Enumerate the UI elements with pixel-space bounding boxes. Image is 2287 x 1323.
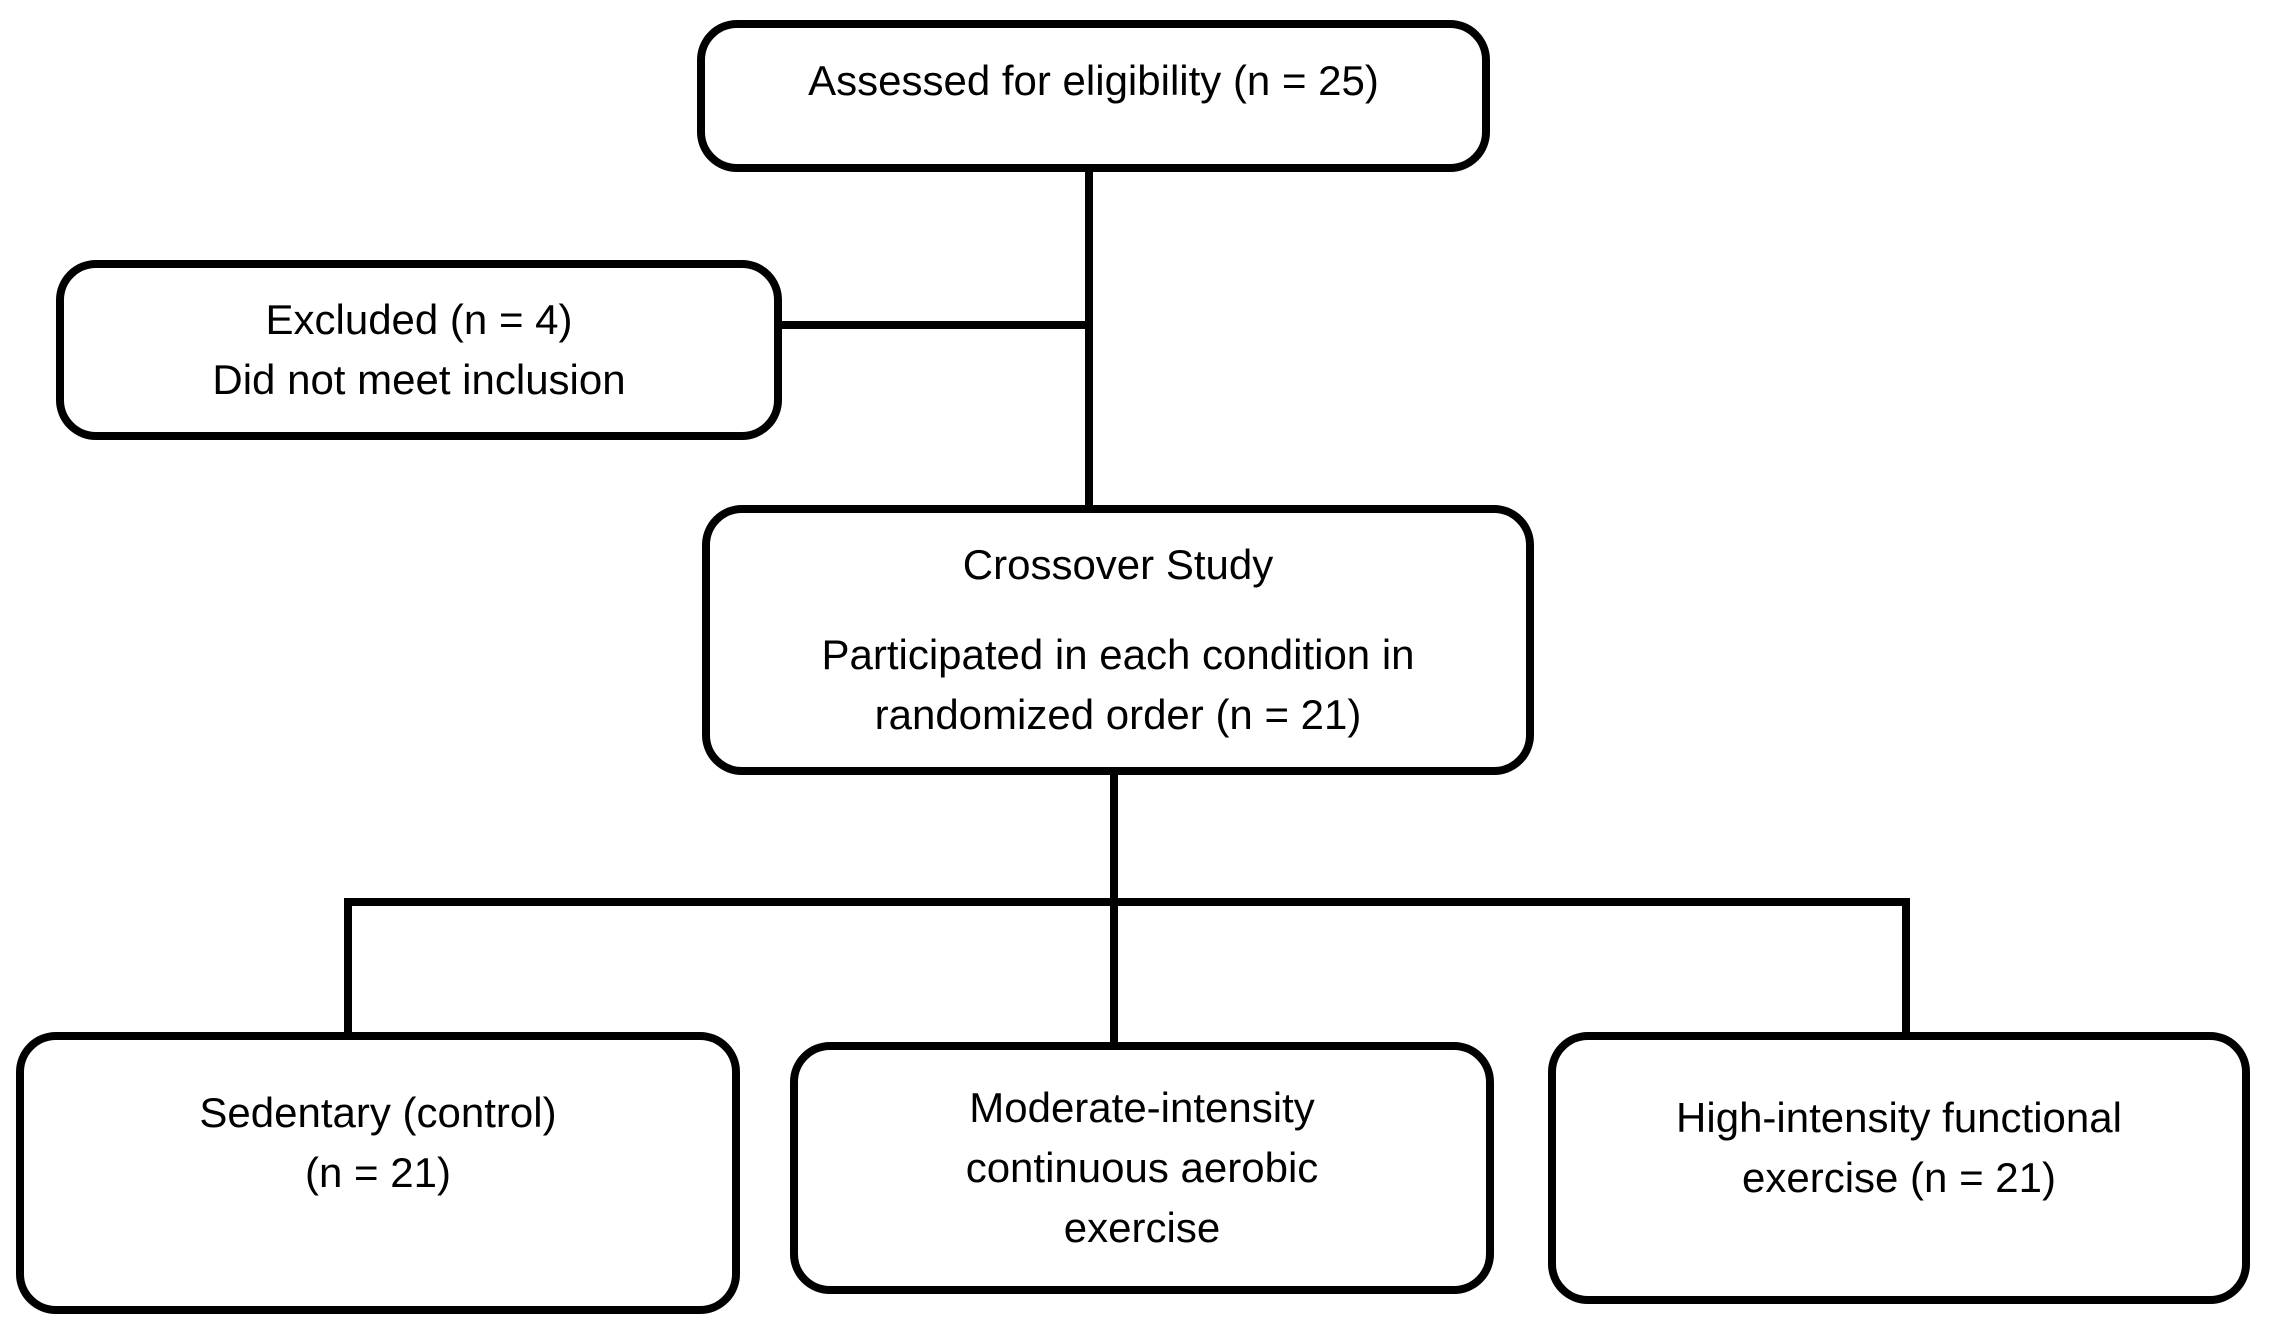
- box-excluded: Excluded (n = 4) Did not meet inclusion: [56, 260, 782, 440]
- moderate-intensity-line-2: continuous aerobic: [965, 1144, 1319, 1191]
- sedentary-control-count: (n = 21): [305, 1149, 451, 1196]
- excluded-reason-label: Did not meet inclusion: [212, 356, 626, 403]
- connector-branch-left-drop: [344, 898, 352, 1036]
- excluded-count-label: Excluded (n = 4): [265, 296, 573, 343]
- moderate-intensity-line-3: exercise: [1063, 1204, 1221, 1251]
- crossover-description-line-1: Participated in each condition in: [821, 631, 1415, 678]
- box-high-intensity-exercise: High-intensity functional exercise (n = …: [1548, 1032, 2250, 1304]
- high-intensity-line-2: exercise (n = 21): [1742, 1154, 2056, 1201]
- connector-crossover-to-branch: [1110, 770, 1118, 1046]
- box-sedentary-control: Sedentary (control) (n = 21): [16, 1032, 740, 1314]
- box-assessed-eligibility: Assessed for eligibility (n = 25): [697, 20, 1490, 172]
- connector-branch-horizontal: [344, 898, 1910, 906]
- assessed-eligibility-label: Assessed for eligibility (n = 25): [808, 57, 1379, 104]
- box-moderate-intensity-exercise: Moderate-intensity continuous aerobic ex…: [790, 1042, 1494, 1294]
- connector-excluded-branch: [782, 321, 1089, 329]
- connector-branch-right-drop: [1902, 898, 1910, 1036]
- high-intensity-line-1: High-intensity functional: [1676, 1094, 2122, 1141]
- box-crossover-study: Crossover Study Participated in each con…: [702, 505, 1534, 775]
- moderate-intensity-line-1: Moderate-intensity: [969, 1084, 1315, 1131]
- connector-assessed-to-crossover: [1085, 172, 1093, 509]
- crossover-study-title: Crossover Study: [962, 541, 1274, 588]
- crossover-description-line-2: randomized order (n = 21): [874, 691, 1362, 738]
- sedentary-control-label: Sedentary (control): [199, 1089, 557, 1136]
